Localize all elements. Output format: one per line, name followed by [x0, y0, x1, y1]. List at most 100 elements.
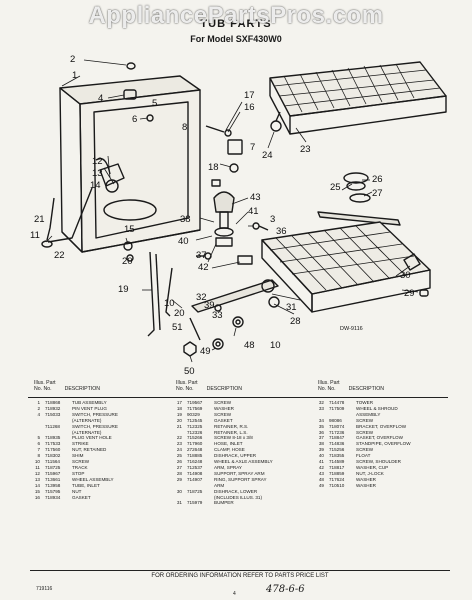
handwritten-note: 478-6-6	[266, 584, 305, 595]
callout-39: 39	[204, 300, 215, 311]
spray-arm-support	[343, 172, 369, 191]
dishrack-upper	[269, 61, 447, 135]
callout-8: 8	[182, 122, 187, 133]
table-header-col2: Illus. Part No. No. DESCRIPTION	[176, 380, 243, 393]
ordering-note: FOR ORDERING INFORMATION REFER TO PARTS …	[151, 573, 329, 579]
retained-nut	[229, 163, 239, 173]
callout-14: 13	[92, 168, 103, 179]
callout-26: 24	[262, 150, 273, 161]
callout-37: 37	[196, 250, 207, 261]
callout-34: 32	[196, 292, 207, 303]
table-row: (ALTERNATE)	[72, 417, 102, 423]
callout-24: 22	[54, 250, 65, 261]
shim	[211, 179, 221, 187]
callout-15: 14	[90, 180, 101, 191]
tower	[403, 253, 421, 271]
table-row: (ALTERNATE)	[72, 429, 102, 435]
screw-17-18	[205, 125, 232, 137]
exploded-parts-diagram: 2 1 4 6 5 12 13 14 21 11 22 15 17 16 8 1…	[30, 54, 447, 377]
overflow-bracket	[237, 255, 253, 265]
callout-50: 50	[184, 366, 195, 377]
callout-29: 27	[372, 188, 383, 199]
nut-50	[183, 341, 197, 357]
callout-4: 4	[98, 93, 103, 104]
callout-31: 29	[404, 288, 415, 299]
callout-43: 43	[250, 192, 261, 203]
part-51	[189, 317, 201, 341]
wheel-assembly-small	[105, 179, 119, 193]
table-row: (INCLUDES ILLUS. 31)	[214, 494, 262, 500]
table-row: ASSEMBLY	[356, 411, 381, 417]
callout-21: 20	[174, 308, 185, 319]
wheel-shroud-assembly	[261, 279, 280, 308]
overflow-standpipe	[214, 211, 234, 247]
callout-35: 33	[212, 310, 223, 321]
pressure-switch	[123, 89, 137, 100]
callout-6: 6	[132, 114, 137, 125]
callout-40: 40	[178, 236, 189, 247]
footer-divider	[30, 570, 450, 571]
callout-38: 38	[180, 214, 191, 225]
table-divider	[28, 397, 448, 398]
inlet-tube	[47, 163, 125, 243]
table-header-col1: Illus. Part No. No. DESCRIPTION	[34, 380, 101, 393]
page-title: TUB PARTS	[200, 18, 272, 30]
page-number: 4	[233, 591, 236, 597]
spray-arm-ring	[349, 193, 371, 203]
callout-12: 11	[30, 230, 40, 241]
footer-code: 719116	[36, 586, 53, 592]
bumper	[419, 289, 429, 297]
callout-18: 17	[244, 90, 255, 101]
callout-5: 5	[152, 98, 157, 109]
track-rail-left	[147, 251, 161, 337]
callout-33: 31	[286, 302, 297, 313]
callout-19: 18	[208, 162, 219, 173]
table-row: ARM	[214, 482, 225, 488]
callout-48: 48	[244, 340, 255, 351]
hose-clamp	[126, 254, 134, 262]
callout-1: 1	[72, 70, 77, 81]
spray-arm	[317, 211, 401, 226]
rack-wheel-axle	[270, 111, 282, 132]
dishrack-lower	[261, 221, 431, 313]
callout-25: 23	[300, 144, 311, 155]
callout-32: 30	[400, 270, 411, 281]
model-subtitle: For Model SXF430W0	[190, 34, 282, 44]
callout-3: 3	[270, 214, 275, 225]
callout-16: 15	[124, 224, 135, 235]
callout-36: 36	[276, 226, 287, 237]
callout-28: 26	[372, 174, 383, 185]
callout-17: 16	[244, 102, 255, 113]
callout-42: 42	[198, 262, 209, 273]
